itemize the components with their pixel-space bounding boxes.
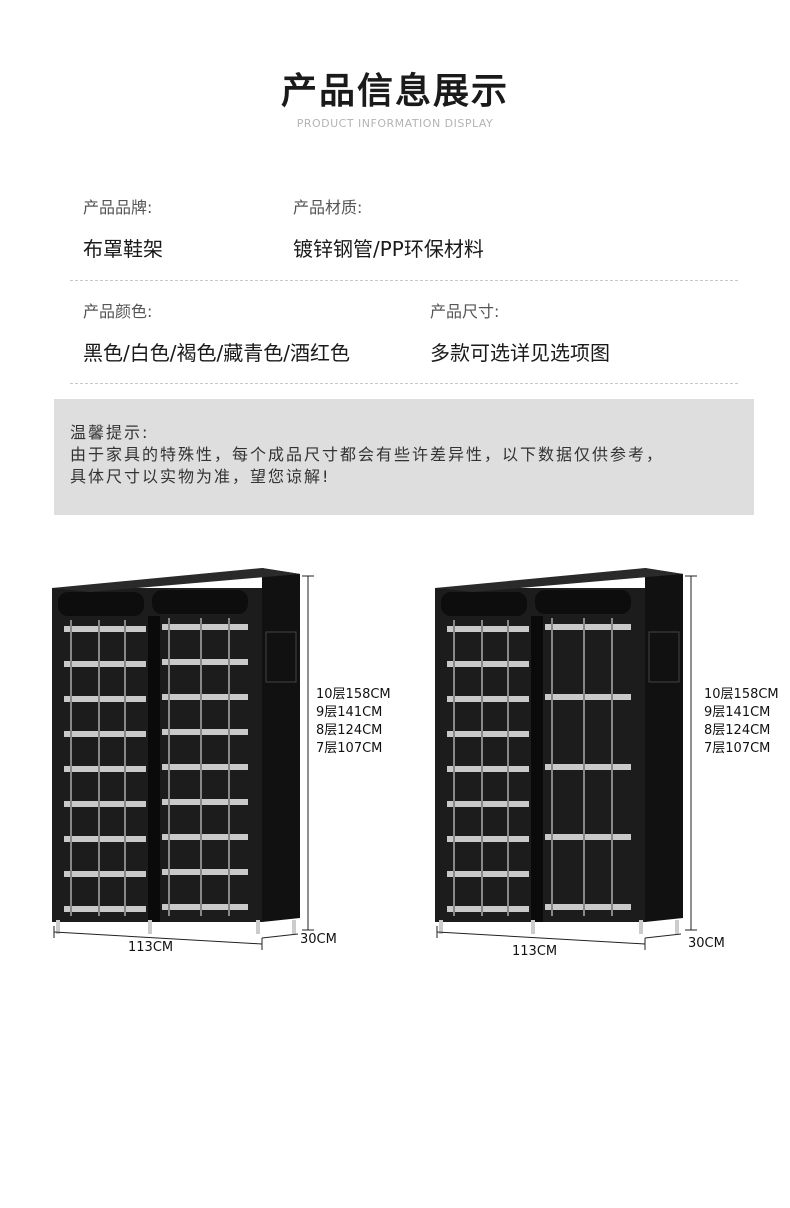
divider xyxy=(70,280,738,281)
brand-label: 产品品牌: xyxy=(83,198,153,217)
height-option: 10层158CM xyxy=(704,687,779,702)
size-value: 多款可选详见选项图 xyxy=(430,341,610,365)
height-list: 10层158CM 9层141CM 8层124CM 7层107CM xyxy=(316,686,391,758)
page-subtitle: PRODUCT INFORMATION DISPLAY xyxy=(296,117,494,130)
page-title: 产品信息展示 xyxy=(280,71,509,112)
height-option: 8层124CM xyxy=(704,723,771,738)
width-label: 113CM xyxy=(512,944,558,959)
notice-line-1: 由于家具的特殊性，每个成品尺寸都会有些许差异性，以下数据仅供参考， xyxy=(70,445,665,464)
height-option: 7层107CM xyxy=(316,741,383,756)
material-value: 镀锌钢管/PP环保材料 xyxy=(293,237,484,261)
size-label: 产品尺寸: xyxy=(430,302,500,321)
shoe-rack-image xyxy=(435,568,697,950)
divider xyxy=(70,383,738,384)
notice-title: 温馨提示: xyxy=(70,423,150,442)
height-option: 10层158CM xyxy=(316,687,391,702)
color-label: 产品颜色: xyxy=(83,302,153,321)
depth-label: 30CM xyxy=(688,936,725,951)
height-option: 9层141CM xyxy=(704,705,771,720)
shoe-rack-image xyxy=(52,568,314,950)
notice-line-2: 具体尺寸以实物为准，望您谅解! xyxy=(70,467,331,486)
notice-box: 温馨提示: 由于家具的特殊性，每个成品尺寸都会有些许差异性，以下数据仅供参考， … xyxy=(54,399,754,515)
height-option: 7层107CM xyxy=(704,741,771,756)
brand-value: 布罩鞋架 xyxy=(83,237,163,261)
height-option: 8层124CM xyxy=(316,723,383,738)
depth-label: 30CM xyxy=(300,932,337,947)
height-option: 9层141CM xyxy=(316,705,383,720)
width-label: 113CM xyxy=(128,940,174,955)
color-value: 黑色/白色/褐色/藏青色/酒红色 xyxy=(83,341,350,365)
material-label: 产品材质: xyxy=(293,198,363,217)
height-list: 10层158CM 9层141CM 8层124CM 7层107CM xyxy=(704,686,779,758)
